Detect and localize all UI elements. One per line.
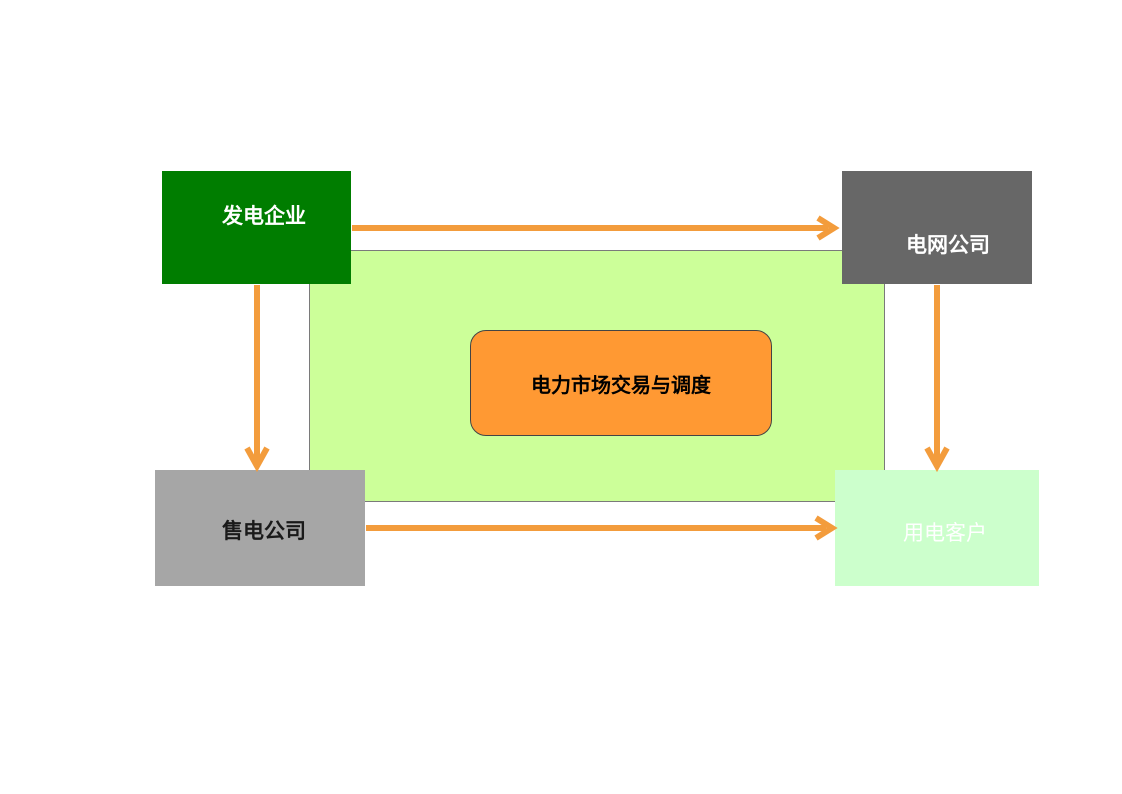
grid-company-label: 电网公司 [906, 233, 990, 257]
market-dispatch-label: 电力市场交易与调度 [531, 372, 711, 397]
generator-label: 发电企业 [222, 204, 306, 228]
power-user-node [835, 470, 1039, 586]
arrow-grid-to-user [924, 285, 950, 473]
retail-company-node [155, 470, 365, 586]
power-user-label: 用电客户 [903, 521, 987, 545]
market-dispatch-box: 电力市场交易与调度 [470, 330, 772, 436]
generator-node [162, 171, 351, 284]
arrow-retailer-to-user [366, 515, 838, 541]
grid-company-node [842, 171, 1032, 284]
arrow-generator-to-grid [352, 215, 840, 241]
arrow-generator-to-retailer [244, 285, 270, 473]
retail-company-label: 售电公司 [222, 519, 306, 543]
